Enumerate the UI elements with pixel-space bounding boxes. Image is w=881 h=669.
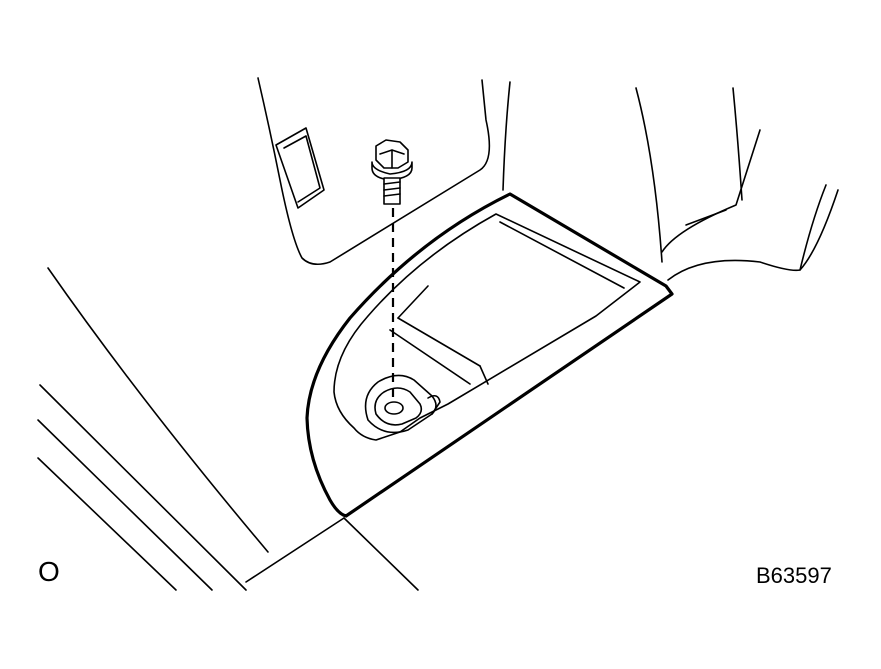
bolt-hole-bracket-icon: [364, 374, 441, 434]
view-marker-label: O: [38, 556, 60, 587]
bolt-icon: [371, 139, 413, 205]
console-box-icon: [305, 192, 674, 518]
floor-carpet-icon: [37, 267, 419, 591]
dashboard-panel-icon: [257, 77, 839, 281]
figure-code-label: B63597: [756, 563, 832, 588]
